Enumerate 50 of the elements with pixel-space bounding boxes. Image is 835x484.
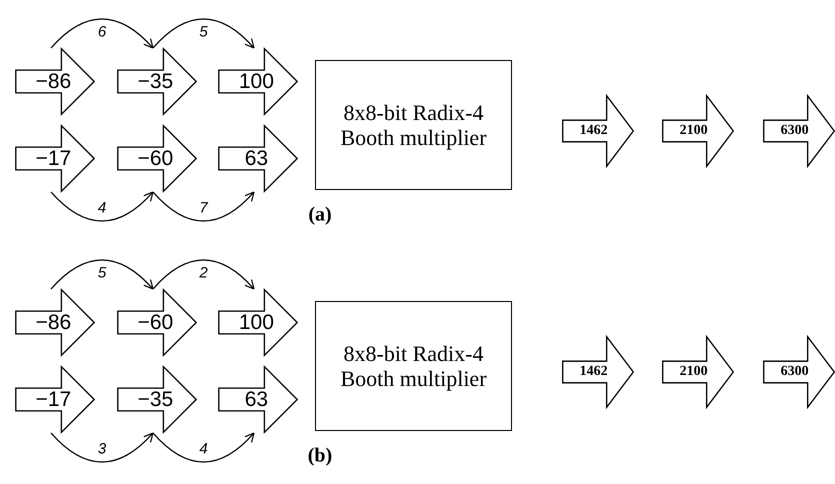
curved-arrow: [152, 191, 255, 222]
node-text: 100: [238, 68, 275, 94]
input-arrow-shape: [15, 48, 95, 115]
input-arrow-shape: [117, 125, 197, 192]
node-text: −86: [34, 310, 72, 336]
node-text: 8x8-bit Radix-4 Booth multiplier: [339, 98, 488, 152]
process-box: [315, 60, 512, 190]
input-arrow-shape: [15, 366, 95, 433]
curved-arrow: [50, 191, 154, 222]
output-arrow-shape: [562, 95, 634, 167]
panel-label: (b): [308, 444, 332, 468]
input-arrow-shape: [218, 48, 298, 115]
input-arrow-shape: [218, 125, 298, 192]
output-arrow-shape: [763, 95, 835, 167]
curved-arrow: [50, 18, 154, 49]
panel-label: (a): [308, 204, 332, 226]
node-text: −35: [136, 386, 174, 412]
node-text: −35: [136, 68, 174, 94]
node-text: 6300: [780, 122, 810, 140]
process-box: [315, 301, 512, 431]
curved-arrow: [152, 259, 255, 290]
node-text: −17: [34, 386, 72, 412]
output-arrow-shape: [562, 336, 634, 408]
input-arrow-shape: [218, 366, 298, 433]
input-arrow-shape: [117, 289, 197, 356]
input-arrow-shape: [117, 366, 197, 433]
node-text: 63: [244, 386, 270, 412]
node-text: −60: [136, 310, 174, 336]
node-text: 2100: [678, 362, 709, 381]
node-text: 2100: [678, 122, 709, 140]
node-text: 1462: [578, 362, 609, 381]
curved-arrow: [152, 18, 255, 49]
node-text: 1462: [578, 122, 609, 140]
node-text: −60: [136, 146, 174, 172]
node-text: −86: [34, 68, 72, 94]
node-text: 6300: [780, 362, 810, 381]
node-text: 100: [238, 310, 275, 336]
input-arrow-shape: [15, 125, 95, 192]
curved-arrow: [50, 432, 154, 463]
input-arrow-shape: [218, 289, 298, 356]
output-arrow-shape: [662, 336, 734, 408]
curved-arrow: [50, 259, 154, 290]
curved-arrow: [152, 432, 255, 463]
input-arrow-shape: [117, 48, 197, 115]
node-text: 63: [244, 146, 270, 172]
output-arrow-shape: [662, 95, 734, 167]
node-text: 8x8-bit Radix-4 Booth multiplier: [339, 340, 488, 393]
output-arrow-shape: [763, 336, 835, 408]
node-text: −17: [34, 146, 72, 172]
input-arrow-shape: [15, 289, 95, 356]
